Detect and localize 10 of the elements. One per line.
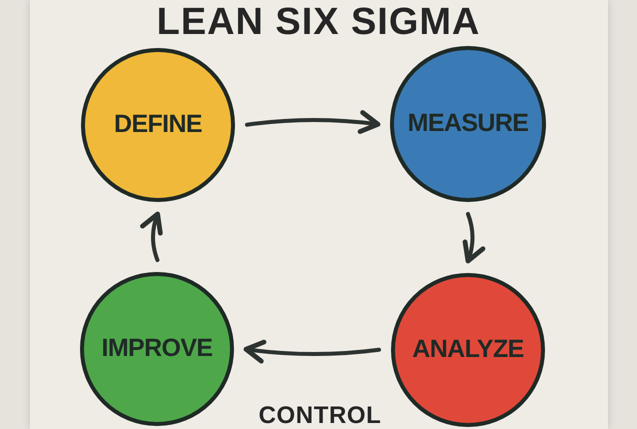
- phase-label: CONTROL: [258, 401, 382, 429]
- title: LEAN SIX SIGMA: [156, 2, 482, 42]
- arrow: [462, 212, 486, 264]
- arrow: [140, 212, 164, 262]
- phase-label: ANALYZE: [412, 334, 524, 366]
- arrow: [245, 110, 380, 134]
- arrow: [244, 339, 381, 364]
- phase-label: IMPROVE: [102, 333, 212, 364]
- phase-label: DEFINE: [114, 109, 202, 140]
- phase-label: MEASURE: [408, 108, 528, 140]
